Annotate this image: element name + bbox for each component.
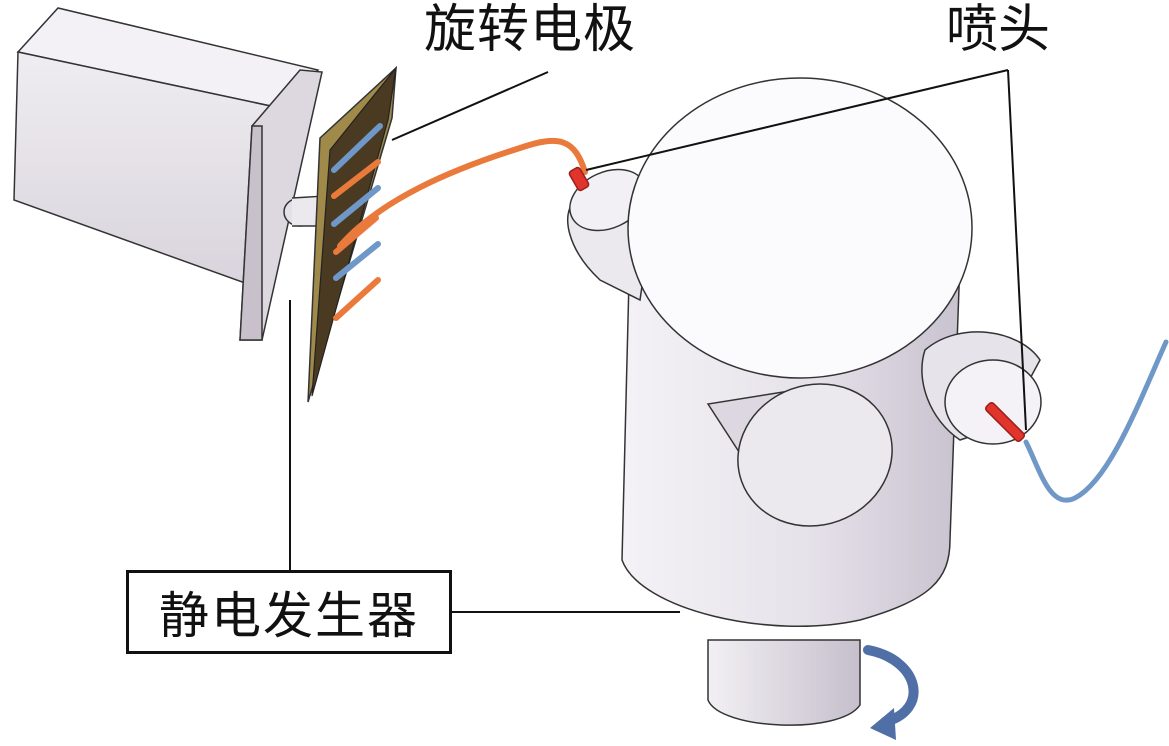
generator-label-box: 静电发生器 (126, 570, 452, 654)
leader-lines (289, 69, 1027, 613)
nozzle-left (568, 166, 590, 192)
spinning-head (567, 77, 1042, 726)
motor (13, 7, 327, 341)
electrode-strips-blue (331, 123, 383, 281)
label-generator: 静电发生器 (159, 587, 419, 645)
nozzle-right (984, 401, 1026, 443)
leader-nozzle-right (1007, 69, 1027, 431)
leader-nozzle-left (585, 69, 1009, 171)
orange-fiber (337, 137, 588, 249)
leader-electrode (391, 71, 549, 141)
label-nozzle: 喷头 (946, 0, 1051, 60)
blue-fiber (1023, 339, 1169, 503)
label-rotating-electrode: 旋转电极 (424, 0, 637, 60)
nozzles (568, 166, 1026, 443)
curved-arrow-icon (863, 645, 919, 740)
